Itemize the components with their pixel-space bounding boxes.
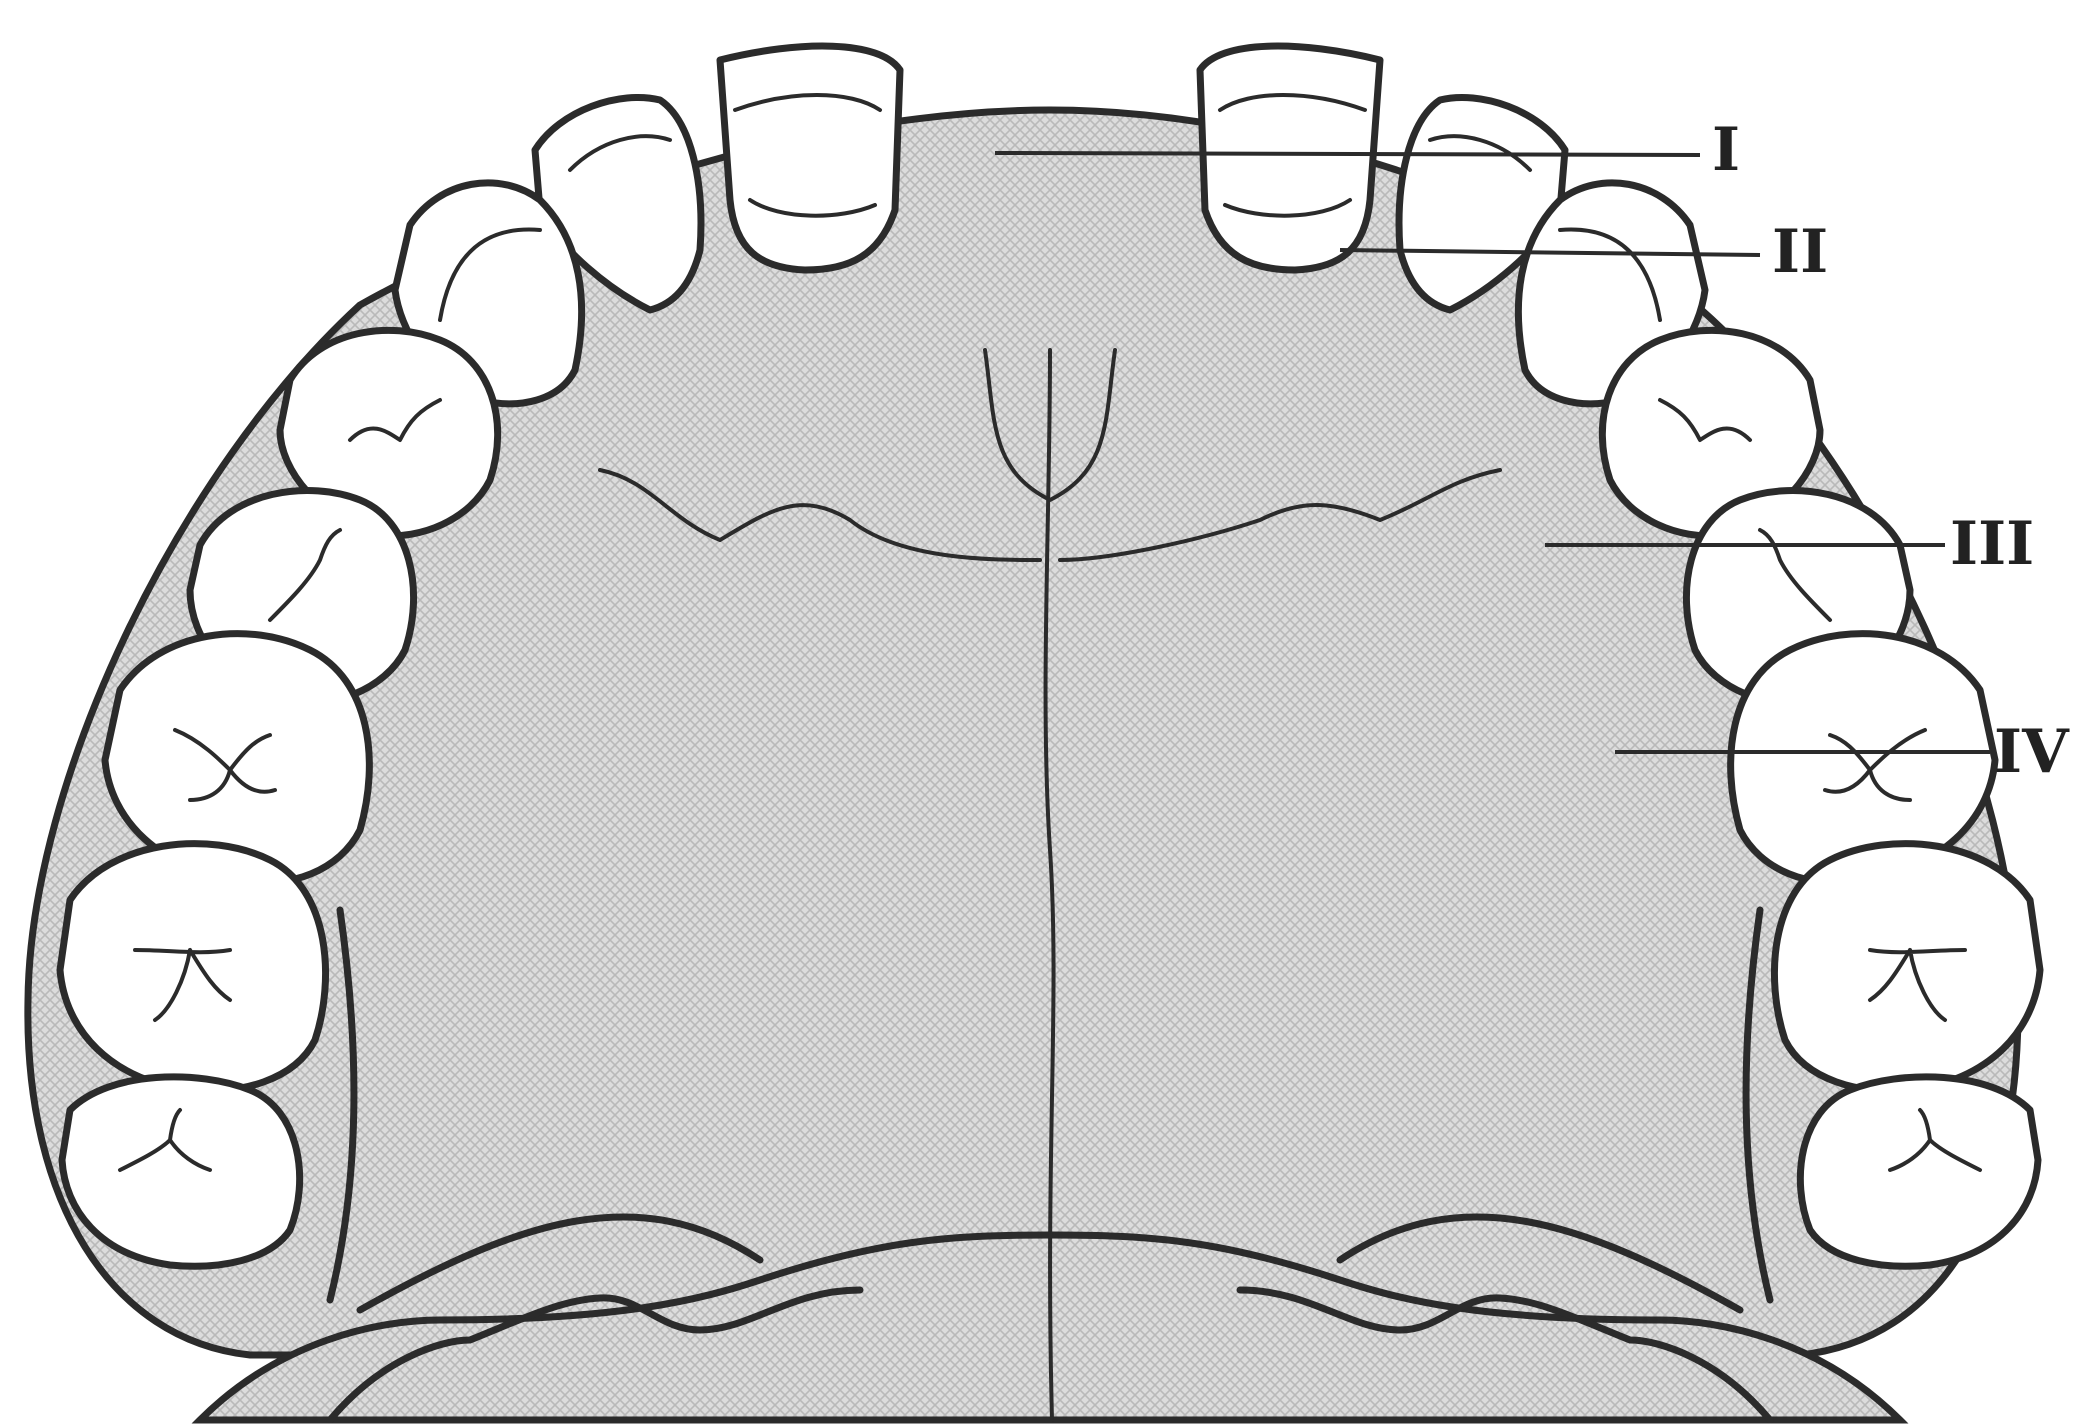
label-IV: IV [1994,717,2070,787]
leader-line-I [995,153,1700,155]
second-molar-left [60,844,326,1091]
third-molar-right [1800,1077,2038,1266]
central-incisor-left [720,46,900,270]
third-molar-left [62,1077,300,1266]
second-molar-right [1774,844,2040,1091]
label-I: I [1712,115,1740,185]
central-incisor-right [1200,46,1380,270]
label-II: II [1772,217,1828,287]
label-III: III [1950,509,2034,579]
